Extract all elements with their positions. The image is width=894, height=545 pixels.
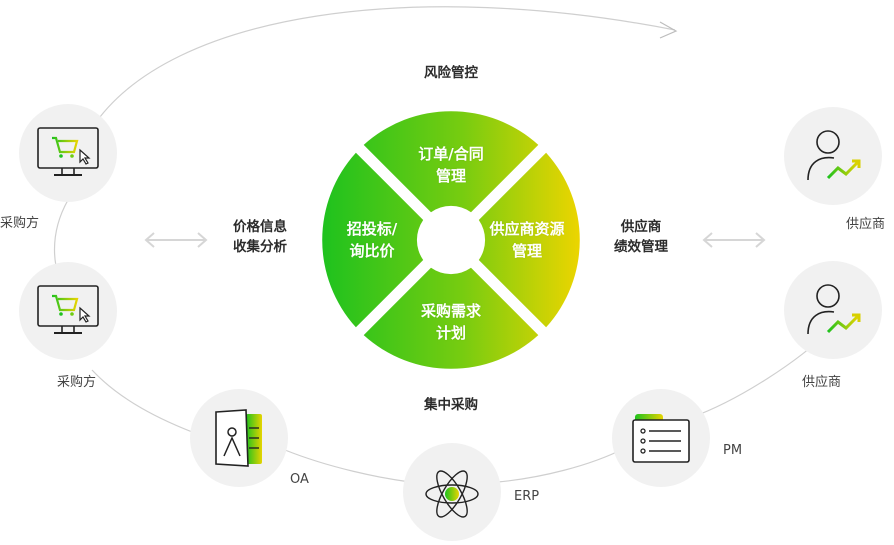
segment-right-label: 供应商资源 管理 xyxy=(481,218,573,262)
top-arc-line xyxy=(91,6,676,129)
oa-label: OA xyxy=(290,472,309,487)
price-info-line-1: 价格信息 xyxy=(233,219,287,235)
segment-left-line-1: 招投标/ xyxy=(346,220,398,238)
node-supplier-top-circle xyxy=(784,107,882,205)
segment-bottom-line-2: 计划 xyxy=(435,324,466,342)
node-supplier-bottom-circle xyxy=(784,261,882,359)
segment-top xyxy=(363,111,539,213)
segment-bottom-line-1: 采购需求 xyxy=(420,302,481,320)
risk-control-label: 风险管控 xyxy=(424,65,478,81)
segment-right-line-1: 供应商资源 xyxy=(489,220,565,238)
segment-bottom-label: 采购需求 计划 xyxy=(401,300,501,344)
outer-flow-lines xyxy=(54,6,831,483)
supplier-bottom-label: 供应商 xyxy=(802,375,842,390)
supplier-person-growth-icon xyxy=(807,284,861,335)
segment-left-line-2: 询比价 xyxy=(349,242,395,260)
oa-document-icon xyxy=(215,409,262,467)
bottom-erp-pm-line xyxy=(497,447,626,483)
cart-monitor-icon xyxy=(37,127,99,176)
price-info-label: 价格信息 收集分析 xyxy=(215,217,305,257)
supplier-performance-label: 供应商 绩效管理 xyxy=(596,217,686,257)
supplier-performance-line-2: 绩效管理 xyxy=(614,239,668,255)
segment-top-line-2: 管理 xyxy=(435,167,466,185)
supplier-person-growth-icon xyxy=(807,130,861,181)
supplier-performance-line-1: 供应商 xyxy=(620,219,662,235)
buyer-bottom-label: 采购方 xyxy=(57,375,97,390)
buyer-top-label: 采购方 xyxy=(0,216,40,231)
price-info-line-2: 收集分析 xyxy=(233,239,287,255)
cart-monitor-icon xyxy=(37,285,99,334)
double-arrow-right xyxy=(702,232,766,248)
erp-atom-icon xyxy=(425,470,479,518)
bottom-oa-erp-line xyxy=(284,449,411,483)
supplier-top-label: 供应商 xyxy=(846,217,886,232)
pm-label: PM xyxy=(723,443,743,458)
top-arc-arrowhead xyxy=(659,21,678,39)
segment-top-label: 订单/合同 管理 xyxy=(401,143,501,187)
pm-list-icon xyxy=(632,414,690,463)
segment-right xyxy=(478,152,580,328)
centralized-procurement-label: 集中采购 xyxy=(424,397,478,413)
segment-bottom xyxy=(363,267,539,369)
central-ring xyxy=(322,111,580,369)
double-arrow-left xyxy=(144,232,208,248)
erp-label: ERP xyxy=(514,489,540,504)
segment-left xyxy=(322,152,424,328)
bottom-left-line xyxy=(91,369,201,436)
segment-top-line-1: 订单/合同 xyxy=(418,145,484,163)
segment-right-line-2: 管理 xyxy=(511,242,542,260)
segment-left-label: 招投标/ 询比价 xyxy=(330,218,414,262)
